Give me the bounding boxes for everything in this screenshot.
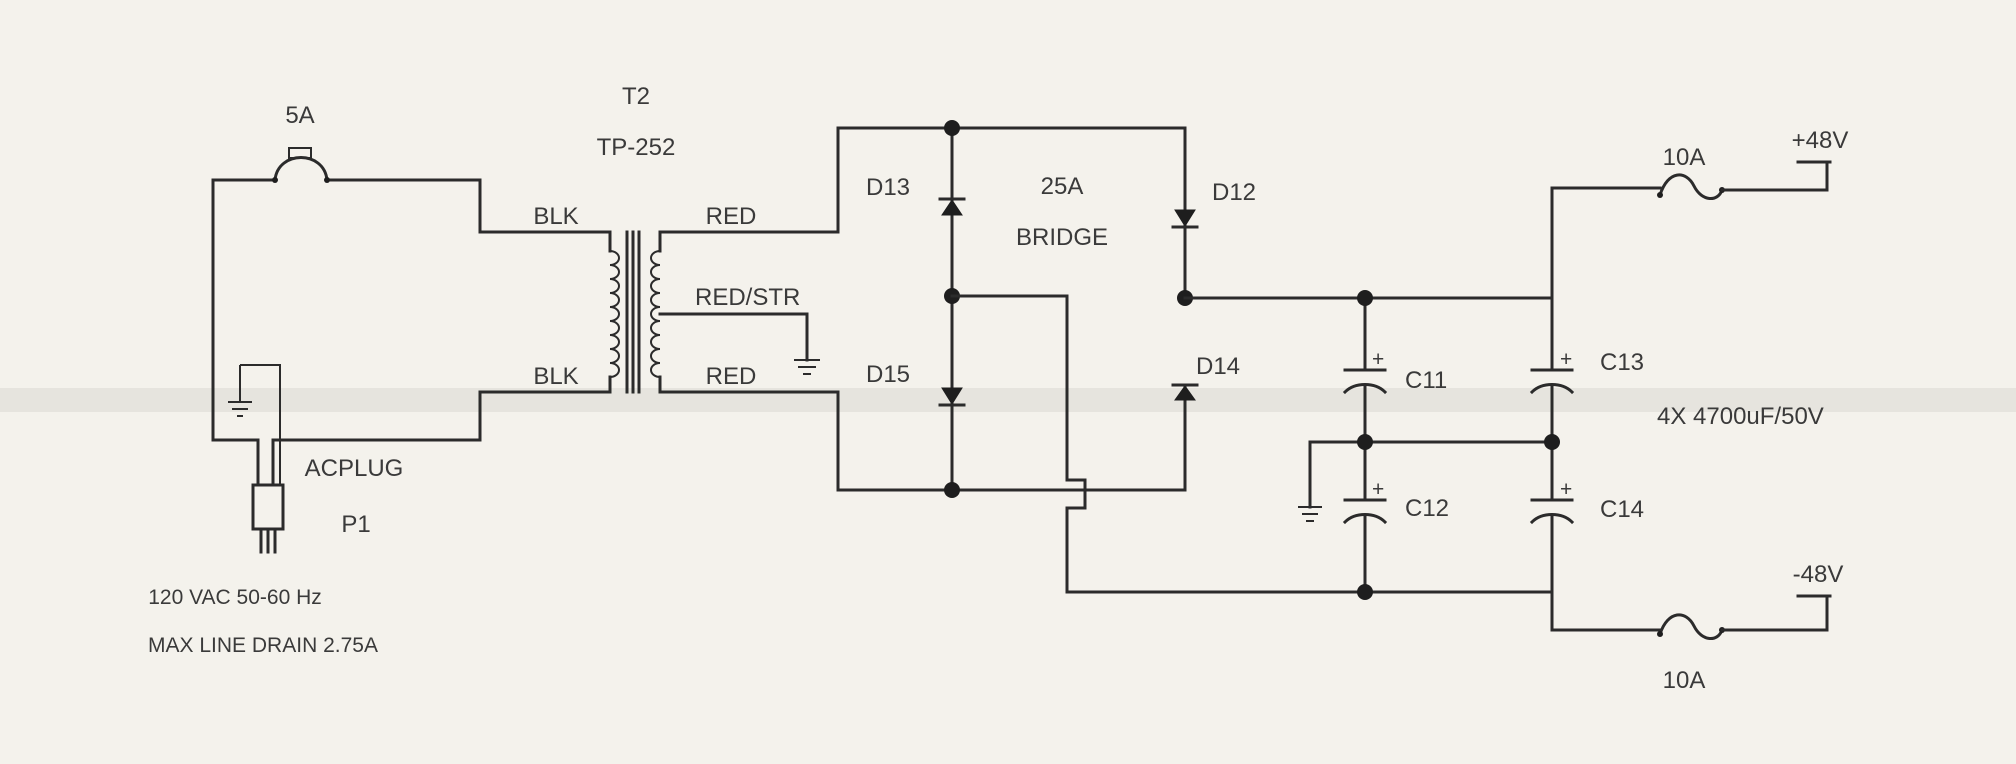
diode-d15-label: D15 <box>866 361 910 388</box>
capacitor-c12-label: C12 <box>1405 495 1449 522</box>
capacitor-c14-label: C14 <box>1600 496 1644 523</box>
bridge-rating-label: 25A <box>1041 173 1084 200</box>
wire-red-bottom-label: RED <box>706 363 757 390</box>
capacitor-c12-polarity: + <box>1372 478 1384 501</box>
wire-red-center-label: RED/STR <box>695 284 800 311</box>
capacitor-c14 <box>1529 498 1575 525</box>
input-voltage-label: 120 VAC 50-60 Hz <box>148 586 322 609</box>
fuse-positive-label: 10A <box>1663 144 1706 171</box>
diode-d13 <box>938 197 966 216</box>
capacitor-c11 <box>1342 368 1388 395</box>
plug-ref-label: P1 <box>341 511 370 538</box>
plug-name-label: ACPLUG <box>305 455 404 482</box>
diode-d12-label: D12 <box>1212 179 1256 206</box>
diode-d13-label: D13 <box>866 174 910 201</box>
transformer-ref-label: T2 <box>622 83 650 110</box>
transformer-part-label: TP-252 <box>597 134 676 161</box>
fuse-main-label: 5A <box>285 102 314 129</box>
bridge-name-label: BRIDGE <box>1016 224 1108 251</box>
wire-blk-bottom-label: BLK <box>533 363 578 390</box>
diode-d12 <box>1171 209 1199 229</box>
ac-plug-p1 <box>228 364 285 554</box>
transformer-t2 <box>608 230 662 394</box>
capacitor-c13-label: C13 <box>1600 349 1644 376</box>
line-drain-label: MAX LINE DRAIN 2.75A <box>148 634 378 657</box>
capacitor-spec-label: 4X 4700uF/50V <box>1657 403 1824 430</box>
fuse-5a <box>272 147 330 183</box>
transformer-secondary-wiring <box>658 126 1187 492</box>
diode-d14-label: D14 <box>1196 353 1240 380</box>
capacitor-c11-label: C11 <box>1405 367 1447 394</box>
capacitor-c13-polarity: + <box>1560 348 1572 371</box>
wire-red-top-label: RED <box>706 203 757 230</box>
output-negative-label: -48V <box>1793 561 1844 588</box>
capacitor-c13 <box>1529 368 1575 395</box>
scan-fold-band <box>0 388 2016 412</box>
fuse-negative-label: 10A <box>1663 667 1706 694</box>
capacitor-c14-polarity: + <box>1560 478 1572 501</box>
diode-d14 <box>1171 383 1199 401</box>
diode-d15 <box>938 387 966 407</box>
ac-input-circuit <box>211 178 612 442</box>
output-negative <box>1550 594 1832 640</box>
capacitor-c12 <box>1342 498 1388 525</box>
wire-blk-top-label: BLK <box>533 203 578 230</box>
output-positive <box>1550 160 1832 200</box>
capacitor-c11-polarity: + <box>1372 348 1384 371</box>
capacitor-bank-wiring <box>1298 186 1560 632</box>
output-positive-label: +48V <box>1792 127 1849 154</box>
